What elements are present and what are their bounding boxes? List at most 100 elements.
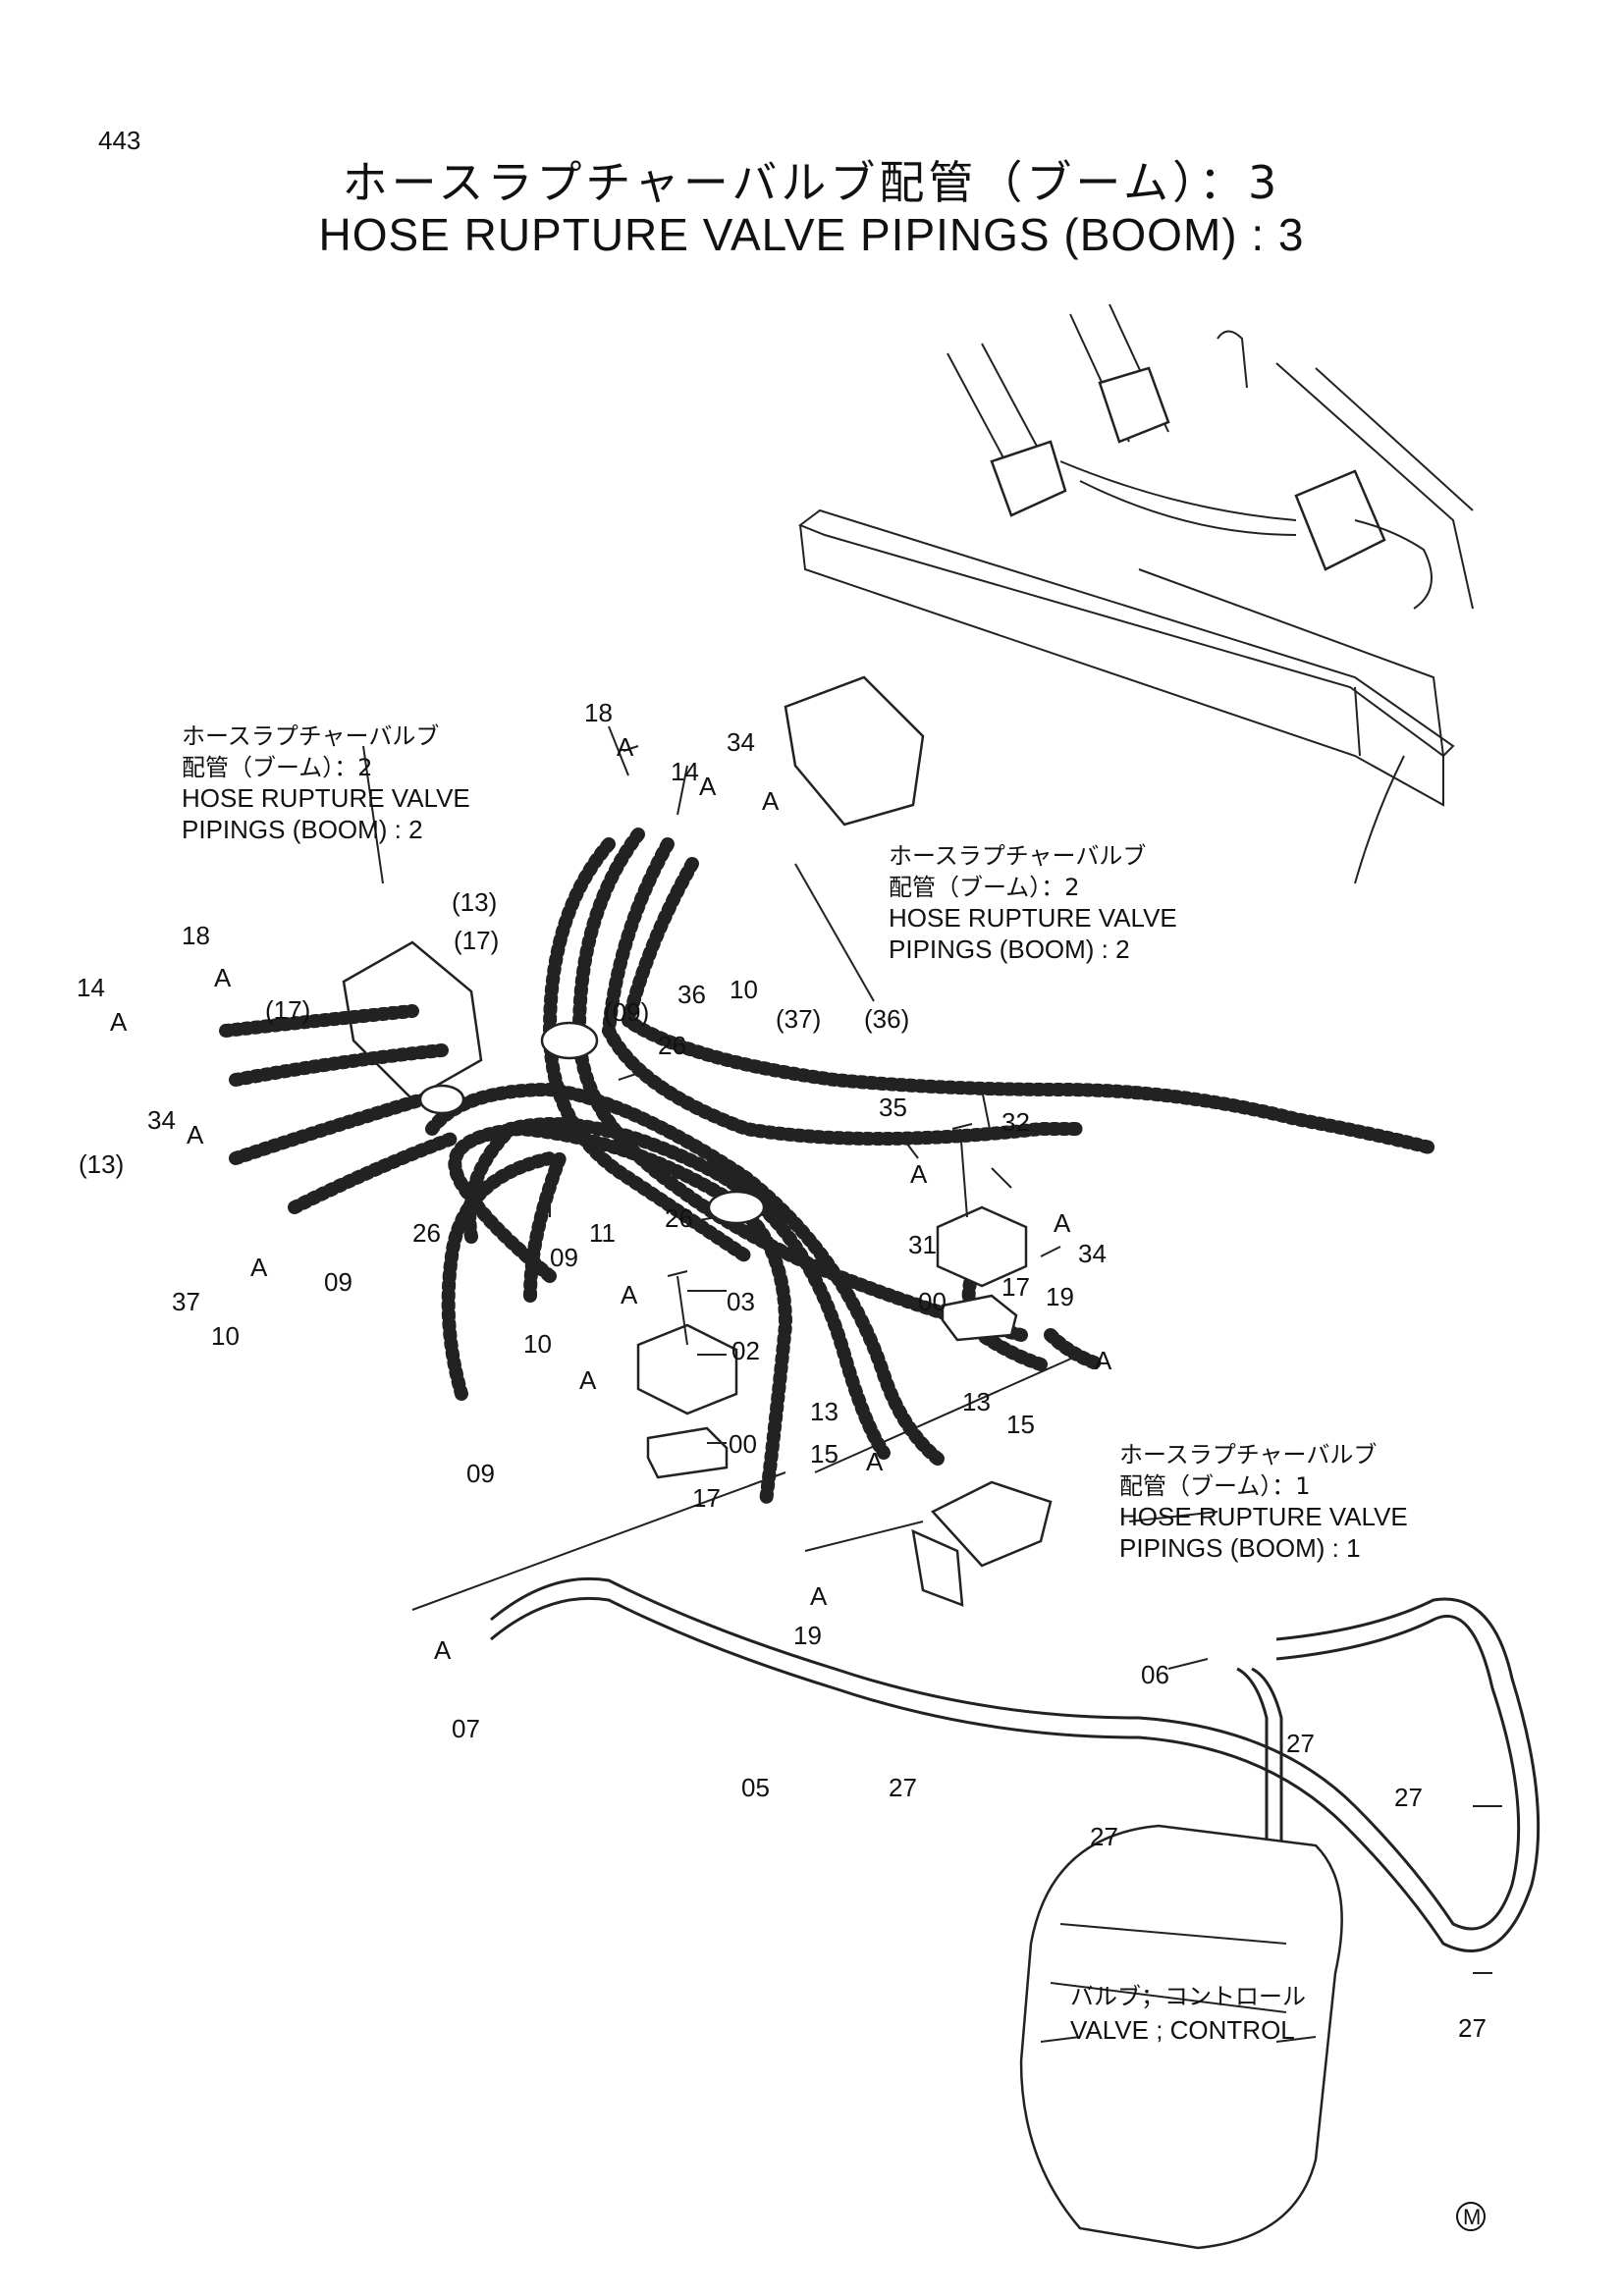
hose-rupture-valve-upper [784, 675, 925, 827]
part-label: A [810, 1581, 828, 1611]
part-label: 26 [658, 1031, 686, 1060]
leader-lines [362, 725, 1502, 1974]
part-label: 11 [589, 1218, 616, 1248]
note-left-jp2: 配管（ブーム）：2 [182, 754, 373, 781]
hose-bundle [219, 828, 1440, 1509]
part-label: 13 [962, 1387, 991, 1416]
note-lower-en1: HOSE RUPTURE VALVE [1119, 1502, 1408, 1531]
part-label: 31 [908, 1230, 937, 1259]
part-label: (37) [776, 1004, 821, 1034]
part-label: 27 [1090, 1822, 1118, 1851]
part-label: 19 [793, 1621, 822, 1650]
part-label: A [1054, 1208, 1071, 1238]
spacer-00a [646, 1426, 729, 1479]
part-label: 05 [741, 1773, 770, 1802]
part-label: 15 [810, 1439, 839, 1468]
part-label: 27 [1458, 2013, 1487, 2043]
part-label: 26 [665, 1203, 693, 1233]
part-label: 17 [692, 1483, 721, 1513]
part-label: 37 [172, 1287, 200, 1316]
part-label: A [1095, 1346, 1112, 1375]
main-pipe-05 [490, 1576, 1541, 1952]
part-label: A [434, 1635, 452, 1665]
clamp-26c [707, 1190, 766, 1225]
title-japanese: ホースラプチャーバルブ配管（ブーム）：3 [342, 156, 1281, 209]
part-label: 06 [1141, 1660, 1169, 1689]
control-valve-en: VALVE ; CONTROL [1070, 2015, 1295, 2045]
note-left-en2: PIPINGS (BOOM) : 2 [182, 815, 423, 844]
part-label: 00 [729, 1429, 757, 1459]
part-label: 14 [671, 757, 699, 786]
part-label: A [621, 1280, 638, 1309]
block-02 [636, 1323, 738, 1415]
part-label: A [699, 772, 717, 801]
valve-bracket [911, 1528, 964, 1607]
page-number: 443 [98, 126, 141, 155]
note-right-jp: ホースラプチャーバルブ [889, 842, 1146, 870]
part-label: (09) [604, 997, 649, 1027]
title-english: HOSE RUPTURE VALVE PIPINGS (BOOM) : 3 [318, 209, 1305, 260]
part-label: A [214, 963, 232, 992]
part-label: 13 [810, 1397, 839, 1426]
clamp-26a [540, 1021, 599, 1060]
part-label: 27 [889, 1773, 917, 1802]
part-label: 14 [77, 973, 105, 1002]
boom-illustration [797, 303, 1474, 884]
part-label: A [579, 1365, 597, 1395]
part-label: A [762, 786, 780, 816]
part-label: 26 [412, 1218, 441, 1248]
part-label: (13) [452, 887, 497, 917]
circled-m-letter: M [1463, 2205, 1481, 2229]
part-label: 27 [1286, 1729, 1315, 1758]
control-valve-jp: バルブ；コントロール [1070, 1983, 1306, 2010]
note-right-en2: PIPINGS (BOOM) : 2 [889, 934, 1130, 964]
part-label: A [110, 1007, 128, 1037]
part-label: 10 [211, 1321, 240, 1351]
part-label: A [617, 732, 634, 762]
part-label: 36 [677, 980, 706, 1009]
part-label: A [250, 1253, 268, 1282]
part-label: 34 [147, 1105, 176, 1135]
part-label: 02 [731, 1336, 760, 1365]
note-right-en1: HOSE RUPTURE VALVE [889, 903, 1177, 933]
part-label: 17 [1001, 1272, 1030, 1302]
part-label: 10 [523, 1329, 552, 1359]
part-label: 15 [1006, 1410, 1035, 1439]
part-label: 19 [1046, 1282, 1074, 1311]
part-label: A [187, 1120, 204, 1149]
part-label: 07 [452, 1714, 480, 1743]
part-label: 35 [879, 1093, 907, 1122]
block-31 [936, 1205, 1028, 1288]
note-lower-jp2: 配管（ブーム）：1 [1119, 1472, 1311, 1500]
part-label: 34 [727, 727, 755, 757]
part-label: 32 [1001, 1107, 1030, 1137]
circled-m-mark [1456, 2202, 1486, 2231]
note-left-en1: HOSE RUPTURE VALVE [182, 783, 470, 813]
part-label: 10 [730, 975, 758, 1004]
spacer-00b [941, 1294, 1018, 1342]
part-label: 34 [1078, 1239, 1107, 1268]
part-label: 03 [727, 1287, 755, 1316]
bolts [667, 1123, 973, 1346]
hose-rupture-valve-lower [930, 1480, 1053, 1568]
note-lower-jp: ホースラプチャーバルブ [1119, 1441, 1377, 1468]
note-lower-en2: PIPINGS (BOOM) : 1 [1119, 1533, 1361, 1563]
part-label: 00 [918, 1287, 947, 1316]
note-left-jp: ホースラプチャーバルブ [182, 722, 439, 750]
part-label: (36) [864, 1004, 909, 1034]
control-valve-body [1019, 1824, 1343, 2250]
part-label: 09 [466, 1459, 495, 1488]
part-label: (17) [454, 926, 499, 955]
clamp-26b [418, 1084, 465, 1115]
note-right-jp2: 配管（ブーム）：2 [889, 874, 1080, 901]
part-label: 09 [550, 1243, 578, 1272]
part-label: (13) [79, 1149, 124, 1179]
part-label: A [866, 1447, 884, 1476]
part-label: 18 [584, 698, 613, 727]
part-label: (17) [265, 995, 310, 1025]
part-label: 27 [1394, 1783, 1423, 1812]
part-label: 18 [182, 921, 210, 950]
